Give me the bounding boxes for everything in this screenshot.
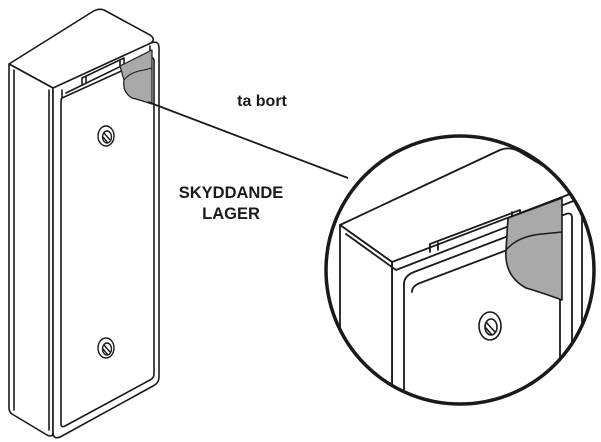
magnifier-circle-outline [324, 134, 596, 406]
device-side-face [8, 63, 54, 437]
label-protective-layer-line2: LAGER [202, 204, 260, 223]
screw-hole-magnified [478, 311, 502, 341]
device-front-frame [60, 57, 155, 428]
leader-line [147, 101, 349, 179]
label-protective-layer-line1: SKYDDANDE [178, 184, 284, 202]
label-remove: ta bort [237, 93, 287, 110]
protective-film-large [505, 197, 563, 301]
screw-hole-top [97, 125, 115, 147]
screw-hole-bottom [97, 337, 115, 359]
device-housing [8, 8, 160, 439]
label-protective-layer: SKYDDANDE LAGER [156, 183, 306, 224]
device-front-face [52, 41, 160, 439]
